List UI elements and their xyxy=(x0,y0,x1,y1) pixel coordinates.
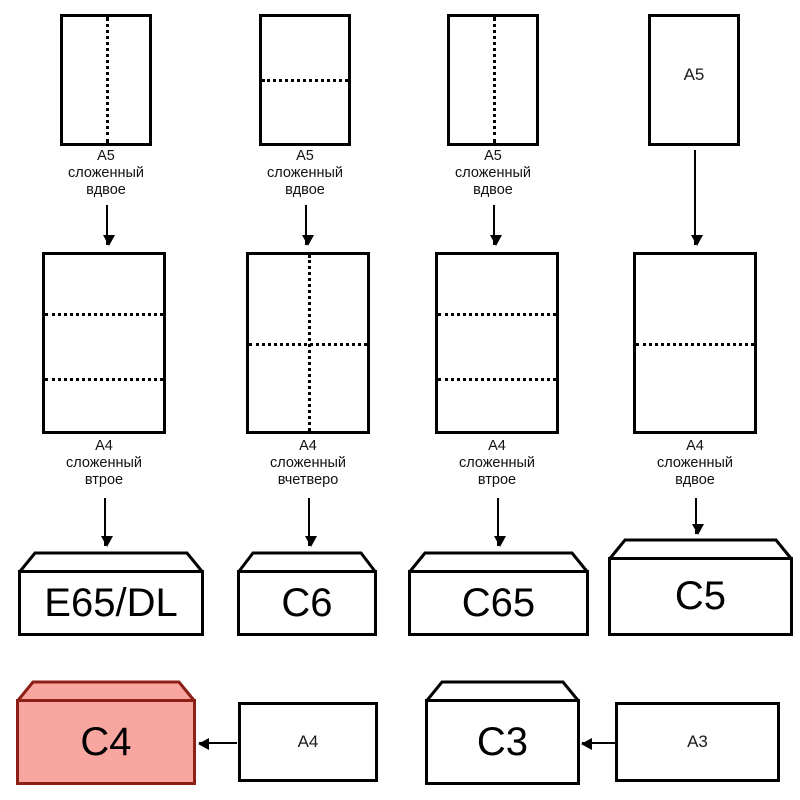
envelope-body: C4 xyxy=(16,699,196,785)
fold-line-horizontal-2 xyxy=(45,378,163,381)
a4-sheet-col4 xyxy=(633,252,757,434)
envelope-body: C3 xyxy=(425,699,580,785)
caption-col1-top: A5 сложенный вдвое xyxy=(67,148,145,198)
arrow-left-a3-to-c3 xyxy=(581,738,620,750)
envelope-label: C3 xyxy=(476,719,529,764)
a4-sheet-col1 xyxy=(42,252,166,434)
envelope-body: C65 xyxy=(408,570,589,636)
envelope-label: C65 xyxy=(461,580,536,625)
fold-line-vertical xyxy=(308,255,311,431)
arrow-down-col4-top xyxy=(691,150,703,246)
fold-line-horizontal-2 xyxy=(438,378,556,381)
a5-sheet-col2 xyxy=(259,14,351,146)
a4-sheet-bottom: A4 xyxy=(238,702,378,782)
a4-sheet-col2 xyxy=(246,252,370,434)
sheet-label: A5 xyxy=(683,65,705,84)
envelope-label: C5 xyxy=(674,574,727,618)
a5-sheet-col3 xyxy=(447,14,539,146)
envelope-body: C5 xyxy=(608,557,793,636)
envelope-body: C6 xyxy=(237,570,377,636)
sheet-label: A3 xyxy=(687,732,708,751)
envelope-body: E65/DL xyxy=(18,570,204,636)
envelope-flap-icon xyxy=(425,680,580,702)
a5-sheet-col4: A5 xyxy=(648,14,740,146)
arrow-down-col2-mid xyxy=(305,498,317,547)
arrow-left-a4-to-c4 xyxy=(198,738,237,750)
envelope-flap-icon xyxy=(408,551,589,573)
fold-line-vertical xyxy=(106,17,109,143)
caption-col3-top: A5 сложенный вдвое xyxy=(454,148,532,198)
fold-line-vertical xyxy=(493,17,496,143)
a5-sheet-col1 xyxy=(60,14,152,146)
caption-col2-mid: A4 сложенный вчетверо xyxy=(269,438,347,488)
caption-col3-mid: A4 сложенный втрое xyxy=(458,438,536,488)
envelope-flap-icon xyxy=(16,680,196,702)
envelope-label: E65/DL xyxy=(44,580,178,625)
envelope-c3[interactable]: C3 xyxy=(425,680,580,785)
caption-col2-top: A5 сложенный вдвое xyxy=(266,148,344,198)
fold-line-horizontal-1 xyxy=(438,313,556,316)
a4-sheet-col3 xyxy=(435,252,559,434)
fold-line-horizontal xyxy=(262,79,348,82)
envelope-c6[interactable]: C6 xyxy=(237,551,377,636)
envelope-c65[interactable]: C65 xyxy=(408,551,589,636)
envelope-label: C6 xyxy=(281,580,333,625)
caption-col1-mid: A4 сложенный втрое xyxy=(65,438,143,488)
arrow-down-col4-mid xyxy=(692,498,704,535)
envelope-c4[interactable]: C4 xyxy=(16,680,196,785)
envelope-c5[interactable]: C5 xyxy=(608,538,793,636)
envelope-flap-icon xyxy=(608,538,793,560)
a3-sheet-bottom: A3 xyxy=(615,702,780,782)
envelope-e65dl[interactable]: E65/DL xyxy=(18,551,204,636)
sheet-label: A4 xyxy=(297,732,319,751)
fold-line-horizontal-1 xyxy=(45,313,163,316)
arrow-down-col3-mid xyxy=(494,498,506,547)
envelope-label: C4 xyxy=(80,719,132,764)
arrow-down-col3-top xyxy=(490,205,502,246)
caption-col4-mid: A4 сложенный вдвое xyxy=(656,438,734,488)
fold-line-horizontal xyxy=(636,343,754,346)
envelope-flap-icon xyxy=(237,551,377,573)
arrow-down-col2-top xyxy=(302,205,314,246)
arrow-down-col1-top xyxy=(103,205,115,246)
arrow-down-col1-mid xyxy=(101,498,113,547)
envelope-flap-icon xyxy=(18,551,204,573)
